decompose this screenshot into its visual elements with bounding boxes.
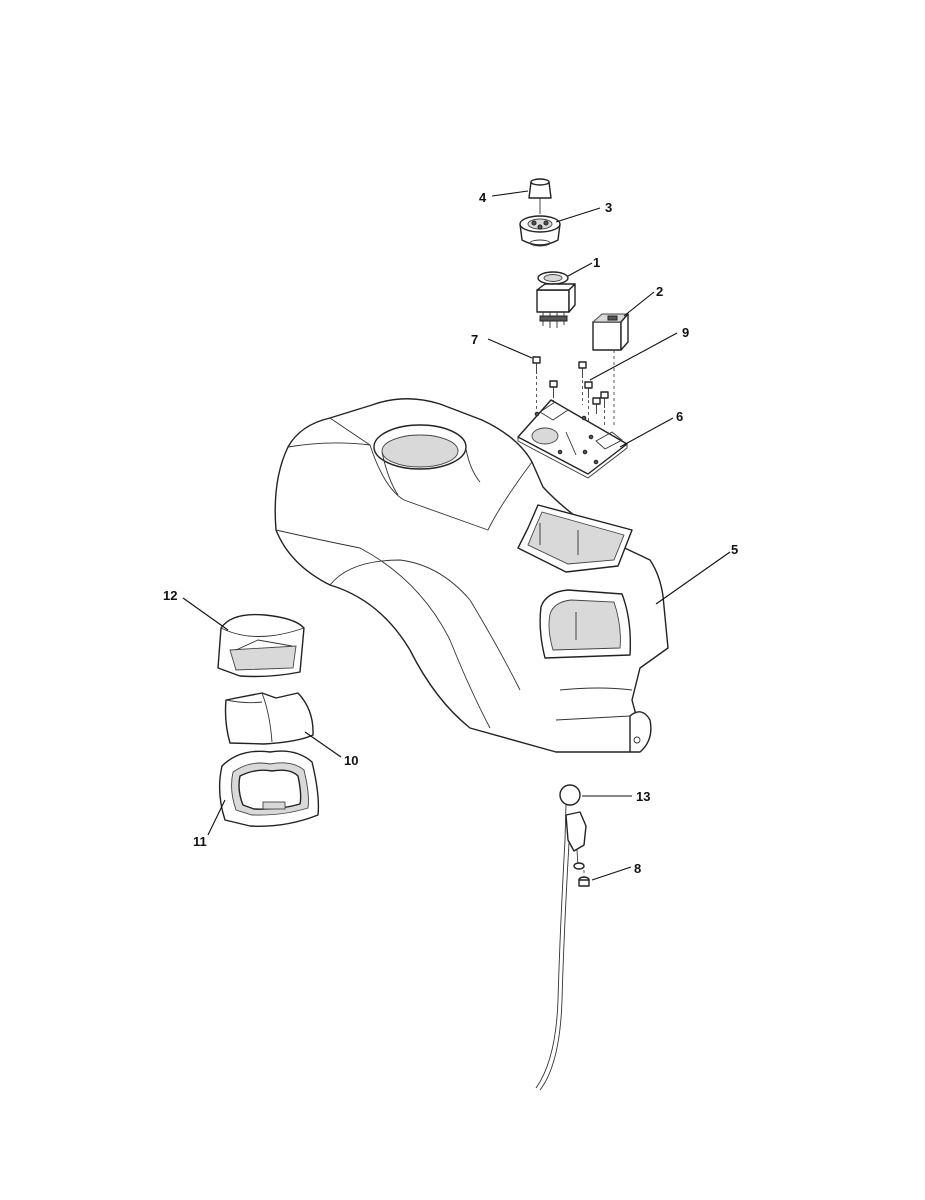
- callout-4: 4: [479, 190, 487, 205]
- part-13-lever-knob: [535, 784, 587, 1091]
- callout-12: 12: [163, 588, 177, 603]
- part-3-switch: [519, 215, 561, 247]
- part-11-frame: [218, 750, 320, 827]
- leader-9: [589, 332, 678, 381]
- callout-9: 9: [682, 325, 689, 340]
- callout-1: 1: [593, 255, 600, 270]
- part-10-cover: [224, 692, 314, 745]
- leader-2: [623, 291, 655, 317]
- part-9-screws: [578, 350, 615, 440]
- callout-7: 7: [471, 332, 478, 347]
- part-8-nut: [573, 862, 590, 887]
- part-4-knob: [528, 178, 552, 214]
- leader-3: [555, 207, 601, 223]
- leader-11: [207, 799, 226, 836]
- callout-8: 8: [634, 861, 641, 876]
- part-6-mounting-plate: [517, 399, 628, 479]
- callout-labels: 1 2 3 4 5 6 7 8 9 10 11 12 13: [163, 190, 738, 876]
- leader-lines: [182, 190, 731, 881]
- leader-4: [491, 190, 529, 197]
- leader-12: [182, 597, 229, 631]
- leader-7: [487, 338, 533, 359]
- leader-1: [567, 262, 593, 277]
- leader-5: [655, 551, 731, 605]
- callout-11: 11: [193, 834, 207, 849]
- callout-10: 10: [344, 753, 358, 768]
- leader-10: [304, 731, 342, 758]
- callout-3: 3: [605, 200, 612, 215]
- part-1-ignition-switch: [536, 271, 576, 328]
- leader-8: [591, 866, 632, 881]
- callout-2: 2: [656, 284, 663, 299]
- part-12-shroud: [217, 613, 305, 678]
- callout-13: 13: [636, 789, 650, 804]
- callout-5: 5: [731, 542, 738, 557]
- callout-6: 6: [676, 409, 683, 424]
- part-5-console-housing: [274, 398, 669, 753]
- leader-6: [619, 417, 674, 448]
- part-2-hour-meter: [591, 313, 629, 351]
